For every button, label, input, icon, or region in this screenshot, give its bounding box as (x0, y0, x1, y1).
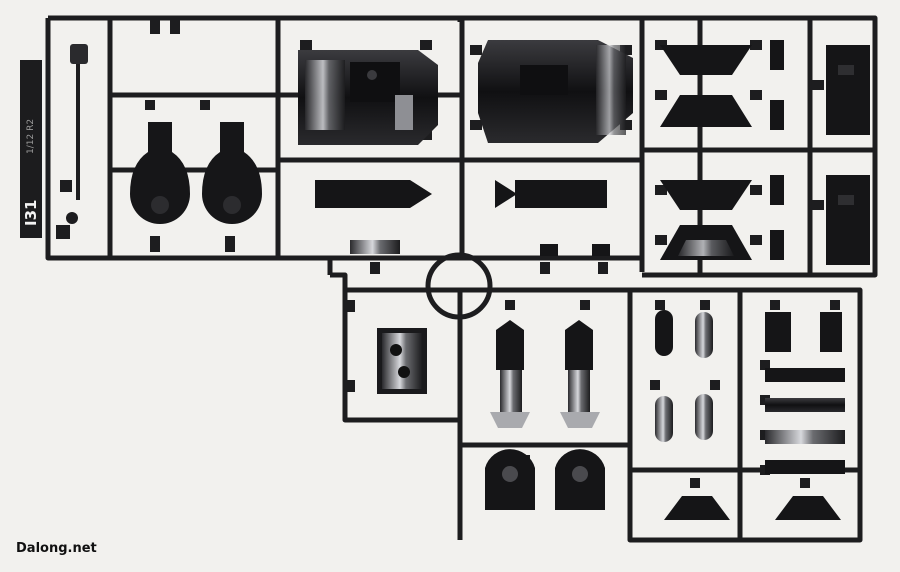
foot-shell-parts (130, 122, 262, 224)
runner-tag (20, 60, 42, 238)
rod-parts (765, 312, 845, 474)
arm-detail-part (66, 44, 88, 224)
body-shell-right (478, 40, 633, 143)
limb-bar-parts (315, 180, 610, 256)
bottom-panel-parts (664, 496, 841, 520)
watermark-text: Dalong.net (16, 541, 97, 556)
runner-scale-label: 1/12 R2 (26, 118, 36, 154)
chrome-panel-part (377, 328, 427, 394)
runner-code-label: I31 (22, 199, 40, 227)
joint-parts (485, 320, 605, 510)
panel-parts (660, 40, 870, 265)
sprue-ring (425, 252, 493, 320)
capsule-parts (655, 310, 713, 442)
body-shell-left (298, 50, 438, 145)
